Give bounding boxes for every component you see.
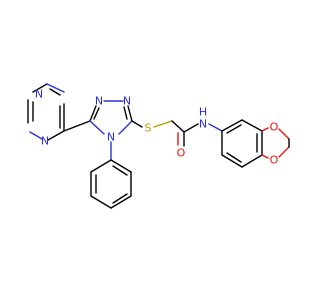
bond [110,159,132,173]
bond [93,107,100,120]
atom-label-n: N [107,131,115,144]
atom-label-s: S [145,122,152,135]
atom-label-n: N [95,95,103,108]
atom-label-n: N [123,95,131,108]
atom-label-o: O [270,121,279,134]
atom-label-h: H [199,106,207,119]
triazole-ring [89,100,133,135]
bond [112,165,128,176]
bond [47,130,65,141]
bond [46,83,65,93]
atom-label-n: N [41,135,49,148]
bond [90,195,112,209]
pyrazine-ring [27,83,65,141]
bond [29,131,43,140]
bond [63,120,91,132]
bond [110,195,132,209]
atom-label-n: N [35,88,43,101]
bond [153,120,173,128]
bond [32,83,48,93]
phenyl-ring [90,141,132,209]
bond [241,154,263,168]
bond [241,119,263,132]
bond [226,124,242,134]
bond [261,127,269,132]
bond [221,154,243,168]
bond [278,146,290,158]
molecule-diagram: N N N N N S O N H O O [27,83,290,209]
bond [221,119,243,132]
atom-label-o: O [270,154,279,167]
bond [226,152,242,163]
bond [112,193,128,204]
bond [49,88,61,96]
bond [89,120,105,135]
bond [131,120,143,128]
bond [171,120,185,133]
bond [123,106,128,120]
benzodioxole-ring [208,119,290,168]
bond [127,105,133,122]
atom-label-n: N [199,118,207,131]
bond [278,128,290,140]
bond [261,154,269,159]
atom-label-o: O [177,147,186,160]
bond [90,159,112,173]
bond [208,123,223,132]
bond [89,105,97,122]
molecule-svg: N N N N N S O N H O O [27,83,290,209]
bond [118,120,133,135]
bond [183,123,199,133]
